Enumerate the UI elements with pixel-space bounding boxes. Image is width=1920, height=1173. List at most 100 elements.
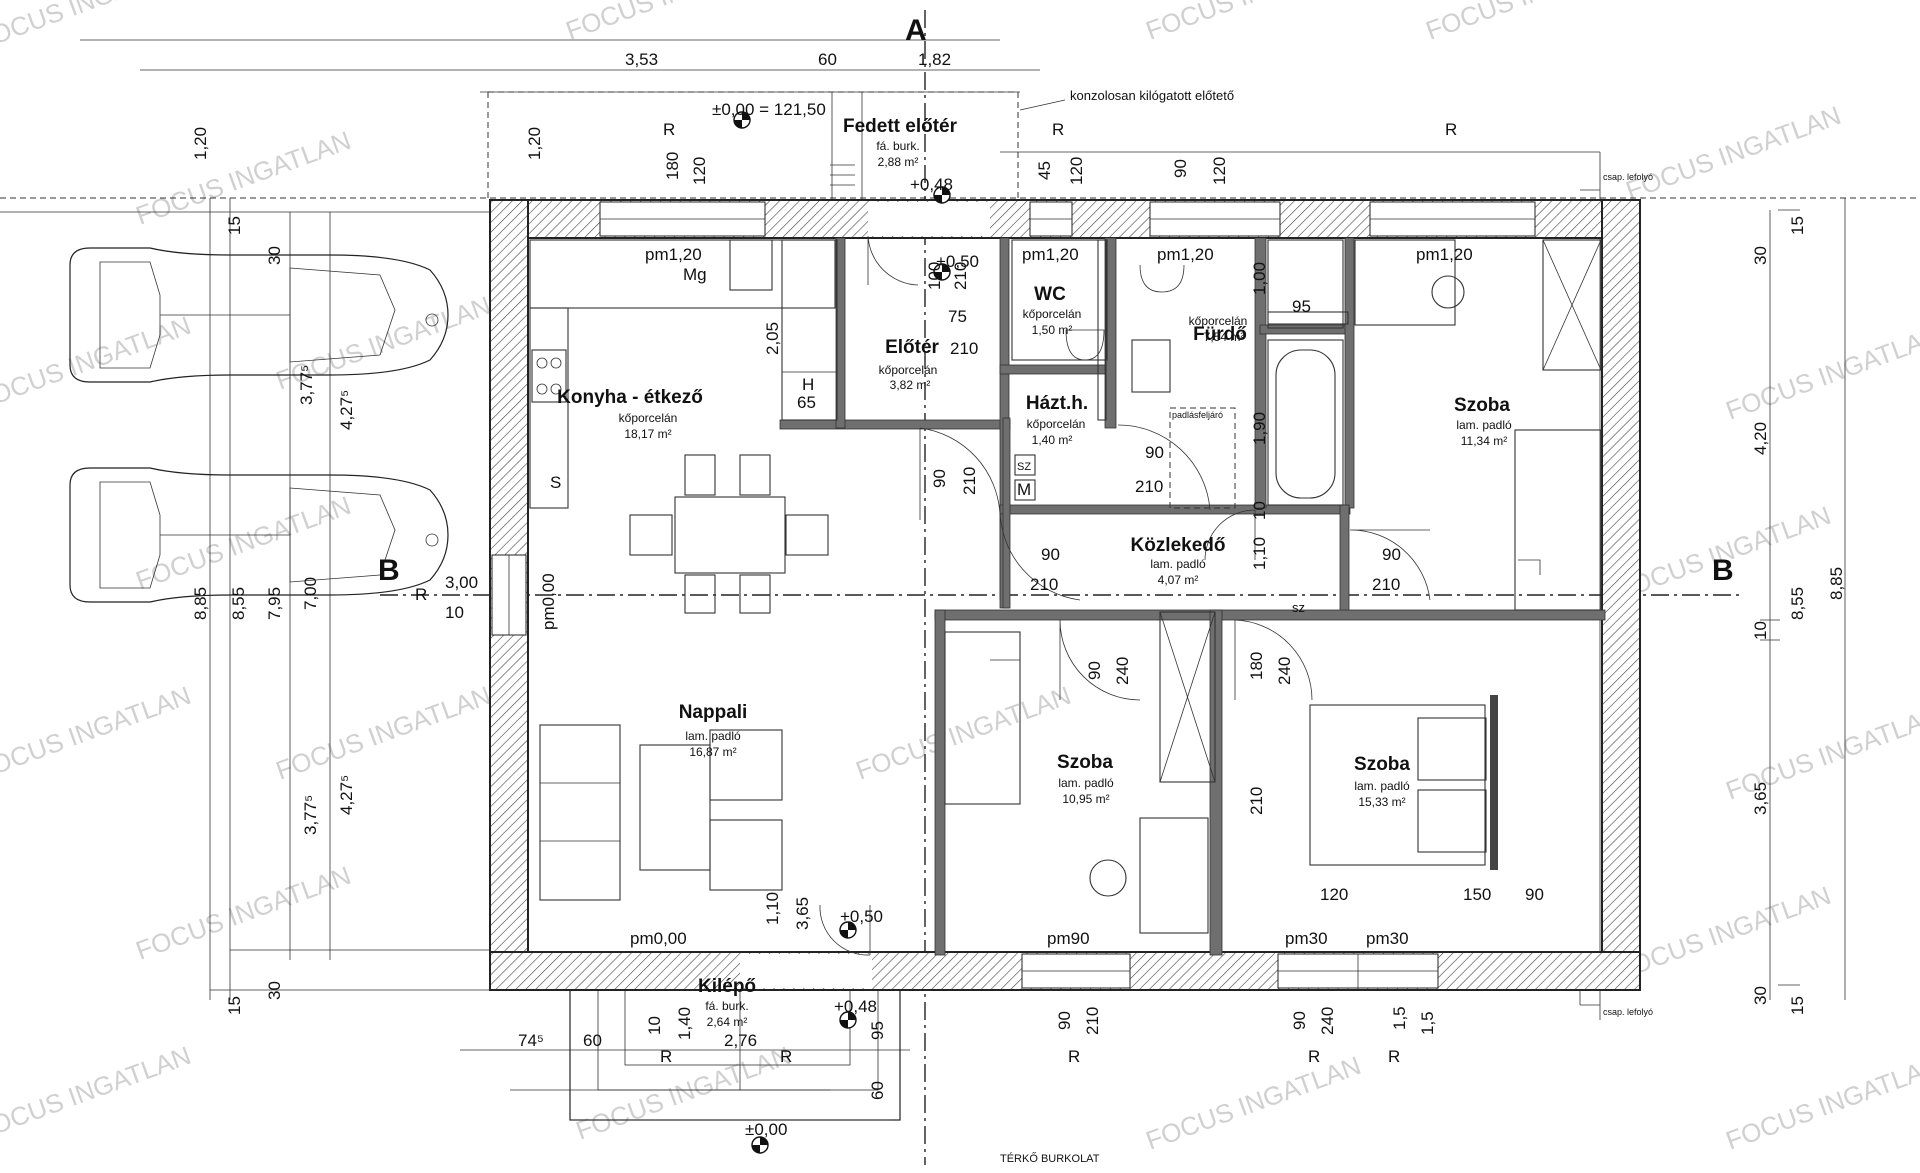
room-area: 16,87 m² xyxy=(689,745,736,759)
watermark: FOCUS INGATLAN xyxy=(0,680,195,786)
r-marker: R xyxy=(1445,120,1457,139)
misc-dim: 75 xyxy=(948,307,967,326)
level-marker-main xyxy=(733,111,751,129)
section-a-top: A xyxy=(905,14,927,47)
window-label: pm30 xyxy=(1285,929,1328,948)
room-area: 18,17 m² xyxy=(624,427,671,441)
misc-dim: 1,00 xyxy=(1250,262,1269,295)
furniture xyxy=(529,164,1602,934)
room-name: Házt.h. xyxy=(1026,393,1088,414)
left-dim: 7,00 xyxy=(301,577,320,610)
window-label: pm1,20 xyxy=(1416,245,1473,264)
room-utility: Házt.h. kőporcelán 1,40 m² xyxy=(1026,393,1088,447)
r-marker: R xyxy=(780,1047,792,1066)
misc-dim: 120 xyxy=(1067,157,1086,185)
parked-cars xyxy=(69,247,449,603)
bottom-dim: 2,76 xyxy=(724,1031,757,1050)
level-marker-terrace-step xyxy=(839,1011,857,1029)
window-label: pm1,20 xyxy=(645,245,702,264)
r-marker: R xyxy=(1052,120,1064,139)
left-dim: 30 xyxy=(265,981,284,1000)
room-area: 1,40 m² xyxy=(1032,433,1073,447)
r-marker: R xyxy=(1308,1047,1320,1066)
watermark: FOCUS INGATLAN xyxy=(1722,1050,1920,1156)
watermark: FOCUS INGATLAN xyxy=(0,0,195,56)
top-dim: 3,53 xyxy=(625,50,658,69)
misc-dim: 90 xyxy=(1382,545,1401,564)
car-top xyxy=(69,247,449,383)
watermark: FOCUS INGATLAN xyxy=(1612,880,1835,986)
misc-dim: 120 xyxy=(1210,157,1229,185)
room-area: 11,34 m² xyxy=(1461,434,1507,448)
r-marker: R xyxy=(1388,1047,1400,1066)
room-floor: kőporcelán xyxy=(879,363,938,377)
misc-dim: 90 xyxy=(1171,159,1190,178)
room-bedroom-left: Szoba lam. padló 10,95 m² xyxy=(1057,752,1114,806)
room-labels: Konyha - étkező kőporcelán 18,17 m² Előt… xyxy=(557,116,1512,1029)
room-floor: lam. padló xyxy=(1150,557,1206,571)
window-label: pm30 xyxy=(1366,929,1409,948)
misc-dim: 240 xyxy=(1275,657,1294,685)
level-terrace-step-text: +0,48 xyxy=(834,997,877,1016)
r-marker: R xyxy=(1068,1047,1080,1066)
level-main-text: ±0,00 = 121,50 xyxy=(712,100,826,119)
misc-dim: 90 xyxy=(1290,1011,1309,1030)
room-wc: WC kőporcelán 1,50 m² xyxy=(1023,284,1082,337)
car-bottom xyxy=(69,467,449,603)
window-label: pm1,20 xyxy=(1157,245,1214,264)
outer-walls xyxy=(489,199,1641,991)
misc-dim: 1,90 xyxy=(1250,412,1269,445)
misc-dim: 240 xyxy=(1318,1007,1337,1035)
r-marker: R xyxy=(663,120,675,139)
misc-dim: 210 xyxy=(1030,575,1058,594)
window-label: pm0,00 xyxy=(630,929,687,948)
left-dim: 3,77⁵ xyxy=(301,795,320,835)
room-name: Szoba xyxy=(1454,395,1510,416)
misc-dim: 210 xyxy=(960,467,979,495)
misc-dim: 240 xyxy=(1113,657,1132,685)
room-living: Nappali lam. padló 16,87 m² xyxy=(679,702,748,759)
room-name: WC xyxy=(1034,284,1066,305)
left-dim: 30 xyxy=(265,246,284,265)
room-hall: Előtér kőporcelán 3,82 m² xyxy=(879,337,940,392)
room-area: 2,88 m² xyxy=(878,155,919,169)
room-floor: lam. padló xyxy=(1354,779,1410,793)
room-floor: kőporcelán xyxy=(1027,417,1086,431)
room-name: Fürdő xyxy=(1193,324,1247,345)
r-marker: R xyxy=(415,585,427,604)
doors xyxy=(819,235,1431,956)
level-marker-inner xyxy=(933,263,951,281)
room-bedroom-right: Szoba lam. padló 15,33 m² xyxy=(1354,754,1410,809)
room-kitchen: Konyha - étkező kőporcelán 18,17 m² xyxy=(557,387,703,441)
level-marker-entry xyxy=(933,186,951,204)
bottom-dim: 74⁵ xyxy=(518,1031,544,1050)
misc-dim: 90 xyxy=(1145,443,1164,462)
inner-walls xyxy=(779,237,1606,956)
room-name: Fedett előtér xyxy=(843,116,958,137)
watermark: FOCUS INGATLAN xyxy=(0,1040,195,1146)
left-dim: 8,85 xyxy=(191,587,210,620)
fixture-sz2: sz xyxy=(1292,600,1305,615)
room-floor: kőporcelán xyxy=(1023,307,1082,321)
fixture-m: M xyxy=(1017,480,1031,499)
left-dim: 1,20 xyxy=(191,127,210,160)
right-dim: 3,65 xyxy=(1751,782,1770,815)
misc-dim: 180 xyxy=(663,152,682,180)
misc-dim: 10 xyxy=(1250,501,1269,520)
misc-dim: 10 xyxy=(645,1016,664,1035)
misc-dim: 1,10 xyxy=(763,892,782,925)
misc-dim: 150 xyxy=(1463,885,1491,904)
watermark: FOCUS INGATLAN xyxy=(132,125,355,231)
room-area: 10,95 m² xyxy=(1062,792,1109,806)
left-dim: 4,27⁵ xyxy=(337,390,356,430)
window-label: pm1,20 xyxy=(1022,245,1079,264)
left-dim: 1,20 xyxy=(525,127,544,160)
room-floor: lam. padló xyxy=(1456,418,1512,432)
room-area: 4,07 m² xyxy=(1158,573,1199,587)
right-dim: 15 xyxy=(1788,216,1807,235)
misc-dim: 3,00 xyxy=(445,573,478,592)
room-floor: lam. padló xyxy=(685,729,741,743)
misc-dim: 65 xyxy=(797,393,816,412)
level-entry-text: +0,48 xyxy=(910,175,953,194)
watermark: FOCUS INGATLAN xyxy=(0,310,195,416)
